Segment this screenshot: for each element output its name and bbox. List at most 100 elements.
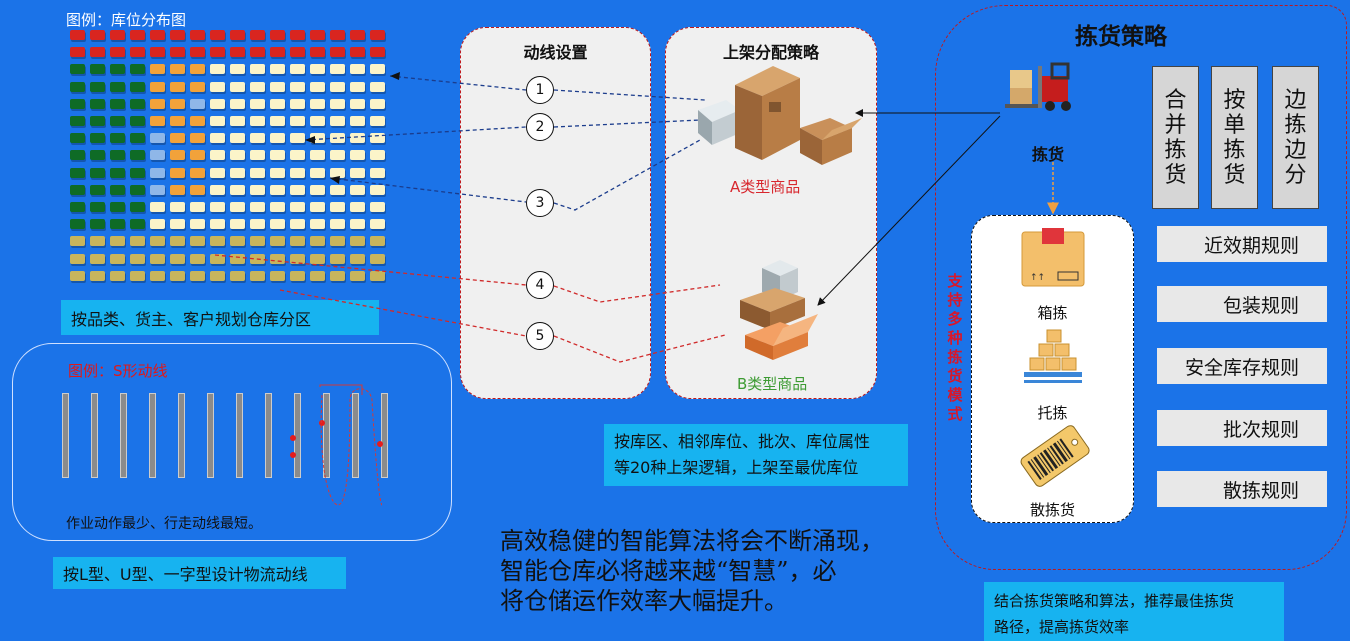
- storage-cell: [150, 133, 165, 144]
- storage-cell: [370, 150, 385, 161]
- storage-cell: [170, 270, 185, 281]
- storage-cell: [350, 202, 365, 212]
- storage-cell: [90, 184, 105, 195]
- storage-cell: [90, 270, 105, 281]
- storage-cell: [130, 150, 145, 161]
- storage-cell: [290, 98, 305, 109]
- storage-cell: [190, 133, 205, 144]
- storage-cell: [310, 133, 325, 144]
- storage-cell: [230, 81, 245, 92]
- storage-cell: [230, 167, 245, 178]
- mode-char: 边: [1284, 87, 1307, 113]
- storage-cell: [310, 167, 325, 178]
- storage-cell: [350, 219, 365, 230]
- storage-cell: [190, 270, 205, 281]
- mode-order-picking: 按单拣货: [1211, 66, 1258, 209]
- storage-cell: [250, 150, 265, 161]
- storage-cell: [270, 81, 285, 92]
- storage-cell: [150, 167, 165, 178]
- mode-char: 拣: [1223, 137, 1246, 163]
- pick-point-dot: [319, 420, 325, 426]
- storage-cell: [190, 167, 205, 178]
- storage-cell: [110, 219, 125, 230]
- storage-cell: [370, 270, 385, 281]
- storage-cell: [310, 116, 325, 126]
- storage-cell: [210, 219, 225, 230]
- mode-char: 拣: [1284, 112, 1307, 138]
- storage-cell: [230, 133, 245, 144]
- rule-expiry: 近效期规则: [1157, 226, 1327, 262]
- storage-cell: [150, 253, 165, 264]
- storage-cell: [330, 150, 345, 161]
- storage-cell: [110, 150, 125, 161]
- storage-cell: [70, 116, 85, 126]
- storage-cell: [290, 167, 305, 178]
- storage-cell: [210, 133, 225, 144]
- forklift-to-b-arrow: [817, 115, 1001, 306]
- svg-text:↑↑: ↑↑: [1030, 273, 1045, 283]
- storage-cell: [230, 30, 245, 40]
- shelf: [178, 393, 185, 478]
- storage-cell: [270, 219, 285, 230]
- storage-cell: [170, 219, 185, 230]
- storage-cell: [70, 47, 85, 58]
- storage-cell: [290, 236, 305, 247]
- rule-piece-picking: 散拣规则: [1157, 471, 1327, 507]
- storage-cell: [70, 81, 85, 92]
- storage-cell: [210, 47, 225, 58]
- route-lines-red: [214, 254, 726, 363]
- route-step-2: 2: [526, 113, 554, 141]
- storage-cell: [130, 184, 145, 195]
- storage-cell: [130, 270, 145, 281]
- storage-cell: [90, 116, 105, 126]
- pallet-icon: [1024, 329, 1082, 383]
- storage-cell: [150, 81, 165, 92]
- picking-strategy-region: [935, 5, 1347, 570]
- support-char: 拣: [947, 348, 963, 366]
- storage-cell: [230, 150, 245, 161]
- storage-cell: [350, 167, 365, 178]
- storage-cell: [370, 202, 385, 212]
- storage-cell: [350, 150, 365, 161]
- storage-cell: [250, 64, 265, 75]
- storage-cell: [170, 64, 185, 75]
- storage-cell: [90, 167, 105, 178]
- cardboard-box-icon: [698, 66, 800, 160]
- storage-cell: [190, 219, 205, 230]
- storage-cell: [270, 133, 285, 144]
- storage-cell: [130, 116, 145, 126]
- storage-cell: [290, 30, 305, 40]
- storage-cell: [170, 116, 185, 126]
- support-char: 持: [947, 291, 963, 309]
- open-box-icon: [800, 118, 862, 165]
- mode-char: 单: [1223, 112, 1246, 138]
- storage-cell: [250, 184, 265, 195]
- storage-cell: [150, 47, 165, 58]
- storage-cell: [330, 98, 345, 109]
- storage-cell: [70, 253, 85, 264]
- storage-cell: [90, 47, 105, 58]
- storage-cell: [190, 202, 205, 212]
- arrow-2-head: [305, 136, 315, 144]
- storage-cell: [150, 184, 165, 195]
- storage-cell: [330, 270, 345, 281]
- storage-cell: [350, 30, 365, 40]
- storage-cell: [290, 253, 305, 264]
- storage-cell: [190, 236, 205, 247]
- arrow-1-head: [390, 72, 400, 80]
- storage-cell: [210, 270, 225, 281]
- zone-caption: 按品类、货主、客户规划仓库分区: [61, 300, 379, 335]
- putaway-caption-line1: 按库区、相邻库位、批次、库位属性: [614, 432, 871, 451]
- barcode-tag-icon: [1020, 425, 1090, 487]
- storage-cell: [210, 81, 225, 92]
- storage-cell: [290, 270, 305, 281]
- rule-packaging: 包装规则: [1157, 286, 1327, 322]
- statement-line-2: 智能仓库必将越来越“智慧”，必: [500, 557, 837, 585]
- storage-cell: [210, 64, 225, 75]
- pick-point-dot: [290, 452, 296, 458]
- storage-cell: [330, 47, 345, 58]
- storage-cell: [70, 167, 85, 178]
- statement-line-1: 高效稳健的智能算法将会不断涌现，: [500, 527, 884, 555]
- storage-cell: [270, 47, 285, 58]
- storage-cell: [110, 184, 125, 195]
